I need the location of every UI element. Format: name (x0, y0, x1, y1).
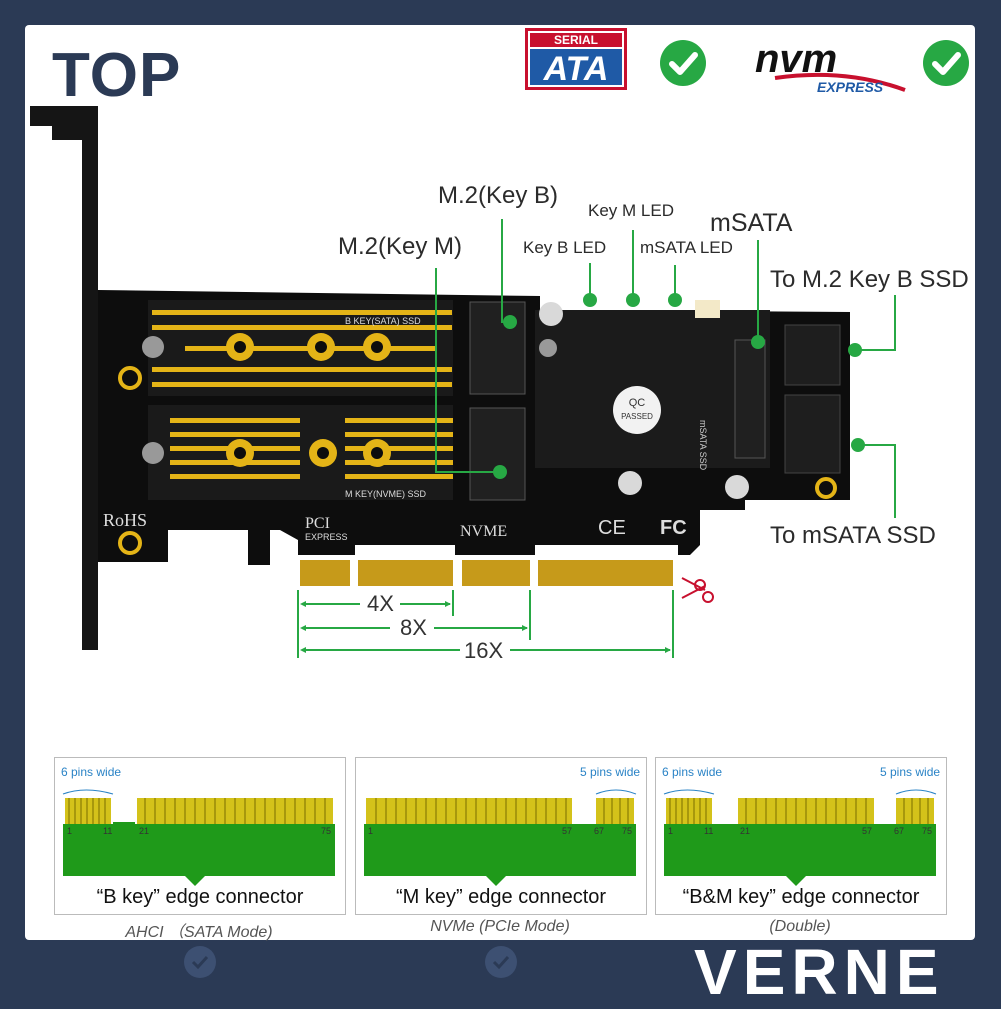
mounting-bracket (30, 106, 98, 650)
pci-mark-line1: PCI (305, 515, 330, 532)
nvm-express-logo: nvm EXPRESS (755, 38, 906, 94)
rohs-mark: RoHS (103, 510, 147, 530)
m-key-mode: NVMe (PCIe Mode) (430, 918, 570, 935)
callout-m2-key-m: M.2(Key M) (338, 233, 463, 260)
pin-number: 1 (368, 826, 374, 836)
footer-check-icon (485, 946, 517, 978)
footer-check-icon (184, 946, 216, 978)
callout-to-msata-ssd: To mSATA SSD (770, 522, 936, 549)
pin-number: 75 (622, 826, 633, 836)
qc-line1: QC (629, 397, 646, 409)
callout-key-m-led: Key M LED (588, 201, 674, 220)
pin-number: 57 (562, 826, 573, 836)
qc-passed-sticker (613, 386, 661, 434)
m-key-slot-label: M KEY(NVME) SSD (345, 489, 427, 499)
b-key-gold-traces (152, 310, 452, 387)
m2-key-b-socket (469, 301, 526, 395)
pin-number: 21 (740, 826, 751, 836)
left-pin-width: 6 pins wide (61, 765, 122, 779)
sata-logo-line2: ATA (543, 50, 609, 88)
b-key-slot-label: B KEY(SATA) SSD (345, 316, 421, 326)
m-key-gold-traces (170, 418, 453, 479)
msata-socket-label: mSATA SSD (698, 420, 708, 471)
bm-key-caption: “B&M key” edge connector (682, 886, 920, 908)
top-label: TOP (52, 41, 182, 110)
callout-msata: mSATA (710, 209, 793, 237)
msata-socket (734, 339, 766, 459)
dimension-16x: 16X (464, 638, 504, 663)
callout-to-m2-key-b-ssd: To M.2 Key B SSD (770, 266, 969, 293)
adapter-card-illustration: B KEY(SATA) SSD M KEY(NVME) SSD mSATA SS… (30, 106, 896, 658)
pin-number: 75 (321, 826, 332, 836)
fc-mark: FC (660, 517, 687, 539)
b-key-connector-diagram: 6 pins wide 1 11 21 75 “B key” edge conn… (54, 757, 346, 915)
nvme-check-icon (923, 40, 969, 86)
right-pin-width: 5 pins wide (880, 765, 941, 779)
pin-number: 67 (894, 826, 905, 836)
dimension-8x: 8X (400, 615, 427, 640)
pin-number: 1 (67, 826, 73, 836)
callout-m2-key-b: M.2(Key B) (438, 182, 559, 209)
bm-key-connector-diagram: 6 pins wide 5 pins wide 1 11 21 57 67 75… (655, 757, 947, 915)
standoff-hole (142, 336, 164, 358)
pci-mark-line2: EXPRESS (305, 532, 348, 542)
dimension-4x: 4X (367, 591, 394, 616)
pin-number: 11 (704, 826, 714, 836)
pin-number: 11 (103, 826, 113, 836)
left-pin-width: 6 pins wide (662, 765, 723, 779)
b-key-mode: AHCI （SATA Mode) (125, 924, 273, 941)
right-pin-width: 5 pins wide (580, 765, 641, 779)
sata-logo-line1: SERIAL (554, 33, 598, 47)
dimension-lines (297, 590, 674, 658)
scissors-icon (681, 577, 714, 603)
nvm-logo-line2: EXPRESS (817, 79, 884, 94)
nvme-mark: NVME (460, 523, 507, 540)
sata-port-key-b (784, 324, 841, 386)
pcie-gold-fingers (300, 560, 673, 586)
b-key-caption: “B key” edge connector (96, 886, 304, 908)
m2-key-m-socket (469, 407, 526, 501)
pin-number: 1 (668, 826, 674, 836)
standoff-hole (142, 442, 164, 464)
brand-watermark: VERNE (694, 936, 945, 1008)
pin-number: 57 (862, 826, 873, 836)
msata-area (535, 310, 770, 468)
sata-check-icon (660, 40, 706, 86)
bm-key-mode: (Double) (769, 918, 831, 935)
callout-msata-led: mSATA LED (640, 238, 733, 257)
m-key-connector-diagram: 5 pins wide 1 57 67 75 “M key” edge conn… (355, 757, 647, 915)
qc-line2: PASSED (621, 412, 653, 421)
pin-number: 21 (139, 826, 150, 836)
m-key-caption: “M key” edge connector (395, 886, 607, 908)
ce-mark: CE (598, 517, 626, 539)
sata-port-msata (784, 394, 841, 474)
pin-number: 67 (594, 826, 605, 836)
serial-ata-logo: SERIAL ATA (525, 28, 627, 90)
pin-number: 75 (922, 826, 933, 836)
callout-key-b-led: Key B LED (523, 238, 607, 257)
